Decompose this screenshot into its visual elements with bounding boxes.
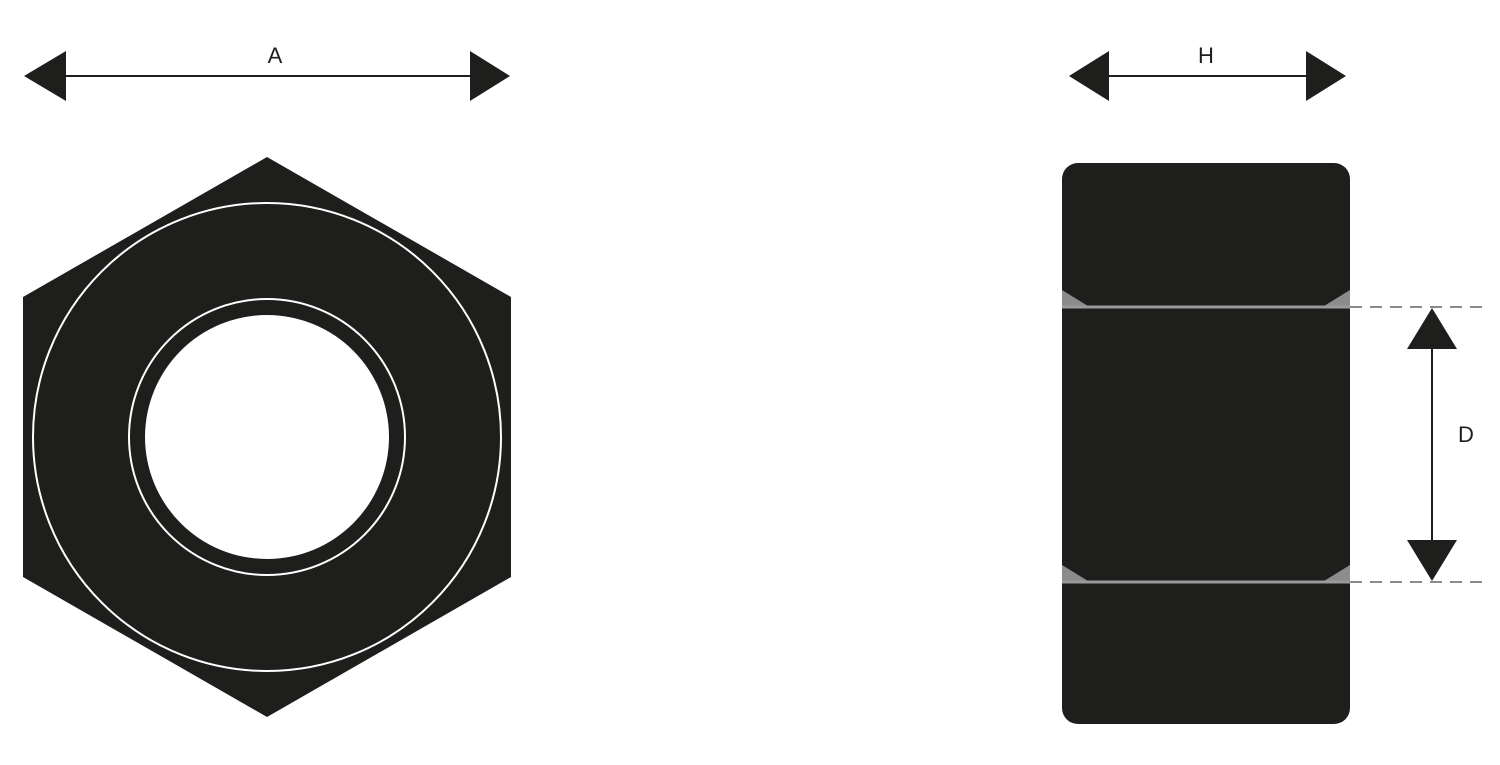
dimension-h-right-arrow	[1306, 51, 1346, 101]
bearing-face-circle	[32, 202, 502, 672]
dimension-h-label: H	[1198, 43, 1214, 68]
thread-outer-circle	[128, 298, 406, 576]
dimension-a-right-arrow	[470, 51, 510, 101]
upper-left-chamfer	[1062, 290, 1088, 306]
dimension-d: D	[1350, 306, 1484, 583]
bore-hole	[145, 315, 389, 559]
dimension-a-label: A	[268, 43, 283, 68]
dimension-a: A	[24, 43, 510, 101]
dimension-h: H	[1069, 43, 1346, 101]
side-body	[1062, 163, 1350, 724]
dimension-h-left-arrow	[1069, 51, 1109, 101]
nut-front-view	[23, 157, 511, 717]
dimension-d-bottom-arrow	[1407, 540, 1457, 581]
nut-side-view	[1062, 163, 1350, 724]
dimension-d-label: D	[1458, 422, 1474, 447]
lower-left-chamfer	[1062, 565, 1088, 581]
dimension-a-left-arrow	[24, 51, 66, 101]
upper-right-chamfer	[1324, 290, 1350, 306]
dimension-d-top-arrow	[1407, 308, 1457, 349]
lower-right-chamfer	[1324, 565, 1350, 581]
